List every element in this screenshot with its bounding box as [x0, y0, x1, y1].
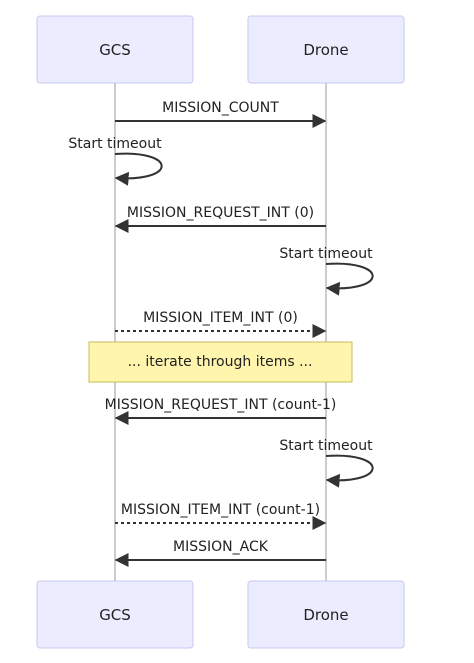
message-label: MISSION_ITEM_INT (0) — [143, 310, 298, 326]
message-7: Start timeout — [279, 438, 374, 488]
message-3: Start timeout — [279, 246, 374, 296]
message-0: MISSION_COUNT — [115, 100, 327, 128]
self-loop-arrow — [325, 262, 374, 296]
message-1: Start timeout — [68, 136, 163, 186]
actor-box — [36, 580, 194, 649]
message-label: MISSION_REQUEST_INT (0) — [127, 205, 314, 221]
message-8: MISSION_ITEM_INT (count-1) — [115, 502, 327, 530]
note-label: ... iterate through items ... — [128, 354, 313, 370]
message-label: MISSION_ITEM_INT (count-1) — [121, 502, 320, 518]
message-label: MISSION_ACK — [173, 539, 269, 555]
actor-gcs-top: GCS — [36, 15, 194, 84]
message-9: MISSION_ACK — [114, 539, 326, 567]
message-4: MISSION_ITEM_INT (0) — [115, 310, 327, 338]
actor-box — [247, 15, 405, 84]
actor-label: Drone — [303, 41, 348, 59]
message-2: MISSION_REQUEST_INT (0) — [114, 205, 326, 233]
actor-box — [36, 15, 194, 84]
actor-drone-top: Drone — [247, 15, 405, 84]
actor-box — [247, 580, 405, 649]
message-label: MISSION_COUNT — [162, 100, 279, 116]
self-message-label: Start timeout — [279, 438, 373, 454]
actor-gcs-bottom: GCS — [36, 580, 194, 649]
self-message-label: Start timeout — [279, 246, 373, 262]
message-6: MISSION_REQUEST_INT (count-1) — [105, 397, 337, 425]
self-message-label: Start timeout — [68, 136, 162, 152]
self-loop-arrow — [325, 454, 374, 488]
self-loop-arrow — [114, 152, 163, 186]
actor-drone-bottom: Drone — [247, 580, 405, 649]
message-label: MISSION_REQUEST_INT (count-1) — [105, 397, 337, 413]
note-box — [88, 341, 353, 383]
actor-label: Drone — [303, 606, 348, 624]
message-5: ... iterate through items ... — [88, 341, 353, 383]
actor-label: GCS — [99, 606, 131, 624]
actor-label: GCS — [99, 41, 131, 59]
